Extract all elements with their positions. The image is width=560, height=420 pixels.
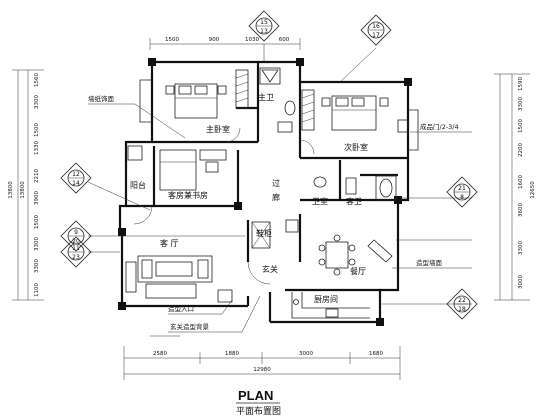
section-marker: 218 [446,176,478,208]
dimension-lines [12,38,530,380]
marker-bottom-number: 23 [72,254,80,261]
living-furniture [125,255,213,299]
exterior-walls [118,60,419,324]
dim-right: 3300 [518,97,524,111]
wardrobe [235,69,249,109]
dim-right: 3300 [518,241,524,255]
label-entry: 玄关 [262,264,278,274]
annotation-wallpaper: 墙纸饰面 [88,94,115,103]
dim-right: 3600 [518,203,524,217]
marker-top-number: 15 [260,19,268,26]
label-master-bath: 主卫 [258,92,274,102]
label-master-bedroom: 主卧室 [206,124,230,134]
door-swings [133,127,315,285]
label-dining: 餐厅 [350,267,366,276]
label-study: 客房兼书房 [168,190,208,200]
entry-cabinet [217,219,299,303]
powder-room-fixtures [313,175,397,201]
dim-left: 1500 [34,123,40,137]
label-balcony: 阳台 [130,180,146,190]
dim-left-total-inner: 13800 [20,181,26,199]
marker-top-number: 11 [72,245,80,252]
dim-top: 1030 [245,37,259,43]
label-shoe-cabinet: 鞋柜 [256,228,272,238]
dim-left: 1500 [34,215,40,229]
marker-bottom-number: 8 [460,194,464,201]
dim-top: 600 [279,37,290,43]
master-bath-fixtures [259,67,296,133]
dim-left: 3900 [34,191,40,205]
dim-bottom-total: 12980 [253,367,271,373]
label-powder-room: 客卫 [346,196,362,206]
marker-top-number: 9 [74,229,78,236]
label-second-bedroom: 次卧室 [344,142,368,152]
marker-bottom-number: 13 [260,28,268,35]
marker-top-number: 21 [458,185,466,192]
dim-left: 3300 [34,237,40,251]
dim-top: 900 [209,37,220,43]
dim-right: 1500 [518,119,524,133]
marker-bottom-number: 17 [372,32,380,39]
title-block: PLAN 平面布置图 [236,388,281,417]
interior-walls [126,62,408,292]
marker-top-number: 12 [72,171,80,178]
second-bed [321,95,409,133]
room-labels: 主卧室 主卫 次卧室 客房兼书房 阳台 过 廊 客 厅 玄关 鞋柜 餐厅 厨房间… [130,92,368,304]
marker-bottom-number: 18 [458,306,466,313]
dim-left: 1100 [34,283,40,297]
dim-right: 3000 [518,275,524,289]
label-living-room: 客 厅 [160,238,179,248]
annotation-door: 成品门/2-3/4 [420,122,459,131]
kitchen-counter [291,292,370,319]
dim-top: 1500 [165,37,179,43]
label-corridor-1: 过 [272,178,280,188]
dim-right-total: 12650 [530,181,536,199]
dim-bottom: 1880 [225,351,239,357]
study-furniture [127,145,227,191]
marker-top-number: 16 [372,23,380,30]
dim-bottom: 3000 [299,351,313,357]
plan-subtitle: 平面布置图 [236,405,281,417]
dim-bottom: 2580 [153,351,167,357]
dim-right: 1590 [518,77,524,91]
dim-left-total: 13800 [8,181,14,199]
label-corridor-2: 廊 [272,192,280,202]
label-kitchen: 厨房间 [314,294,338,304]
annotation-entry-backdrop: 玄关造型背景 [170,322,210,331]
annotations: 墙纸饰面 成品门/2-3/4 造型墙面 造型入口 玄关造型背景 [87,44,472,337]
dimension-values: 1560 3300 1500 1330 2210 3900 1500 3300 3300 1100… [8,37,536,373]
marker-top-number: 22 [458,297,466,304]
annotation-entrance: 造型入口 [168,304,194,313]
marker-bottom-number: 20 [72,238,80,245]
marker-bottom-number: 14 [72,180,80,187]
dim-left: 1330 [34,141,40,155]
dim-right: 1600 [518,175,524,189]
dim-left: 2210 [34,169,40,183]
dim-left: 3300 [34,95,40,109]
dim-left: 1560 [34,73,40,87]
dim-bottom: 1680 [369,351,383,357]
structural-columns [118,58,412,326]
dining-table [318,234,393,276]
label-wash-room: 卫室 [312,196,328,206]
plan-title: PLAN [238,388,273,403]
dim-left: 3300 [34,259,40,273]
dim-right: 2200 [518,143,524,157]
annotation-feature-wall: 造型墙面 [416,258,443,267]
master-bed [165,83,227,119]
second-wardrobe [301,89,315,131]
